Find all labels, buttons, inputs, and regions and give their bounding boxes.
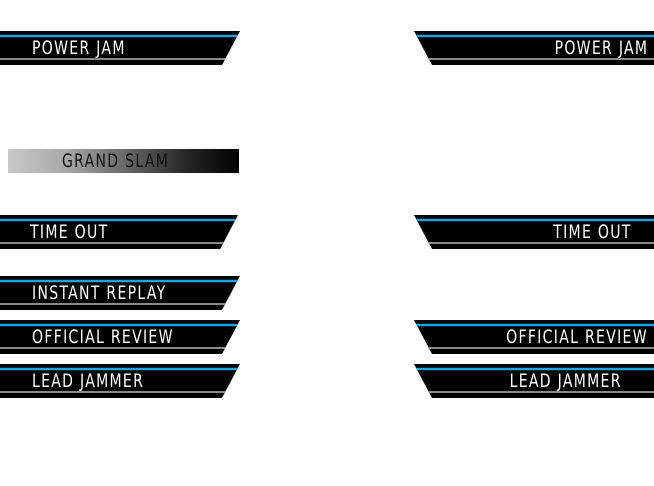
instant-replay-label: INSTANT REPLAY — [32, 282, 167, 304]
banner-background — [0, 320, 240, 354]
grand-slam-label: GRAND SLAM — [62, 150, 170, 172]
banner-background — [414, 320, 654, 354]
banner-background — [0, 215, 238, 249]
banner-background — [0, 31, 240, 65]
time-out-label: TIME OUT — [553, 221, 632, 243]
time-out-label: TIME OUT — [30, 221, 109, 243]
grand-slam-banner: GRAND SLAM — [8, 149, 239, 173]
instant-replay-banner-left: INSTANT REPLAY — [0, 276, 240, 310]
banner-background — [414, 31, 654, 65]
lead-jammer-banner-right: LEAD JAMMER — [414, 364, 654, 398]
power-jam-banner-right: POWER JAM — [414, 31, 654, 65]
lead-jammer-label: LEAD JAMMER — [32, 370, 145, 392]
power-jam-label: POWER JAM — [32, 37, 126, 59]
banner-background — [414, 364, 654, 398]
official-review-banner-left: OFFICIAL REVIEW — [0, 320, 240, 354]
banner-background — [0, 276, 240, 310]
power-jam-label: POWER JAM — [554, 37, 648, 59]
lead-jammer-banner-left: LEAD JAMMER — [0, 364, 240, 398]
power-jam-banner-left: POWER JAM — [0, 31, 240, 65]
official-review-label: OFFICIAL REVIEW — [32, 326, 174, 348]
banner-background — [414, 215, 654, 249]
lead-jammer-label: LEAD JAMMER — [509, 370, 622, 392]
official-review-banner-right: OFFICIAL REVIEW — [414, 320, 654, 354]
time-out-banner-right: TIME OUT — [414, 215, 654, 249]
official-review-label: OFFICIAL REVIEW — [506, 326, 648, 348]
time-out-banner-left: TIME OUT — [0, 215, 238, 249]
banner-background — [0, 364, 240, 398]
